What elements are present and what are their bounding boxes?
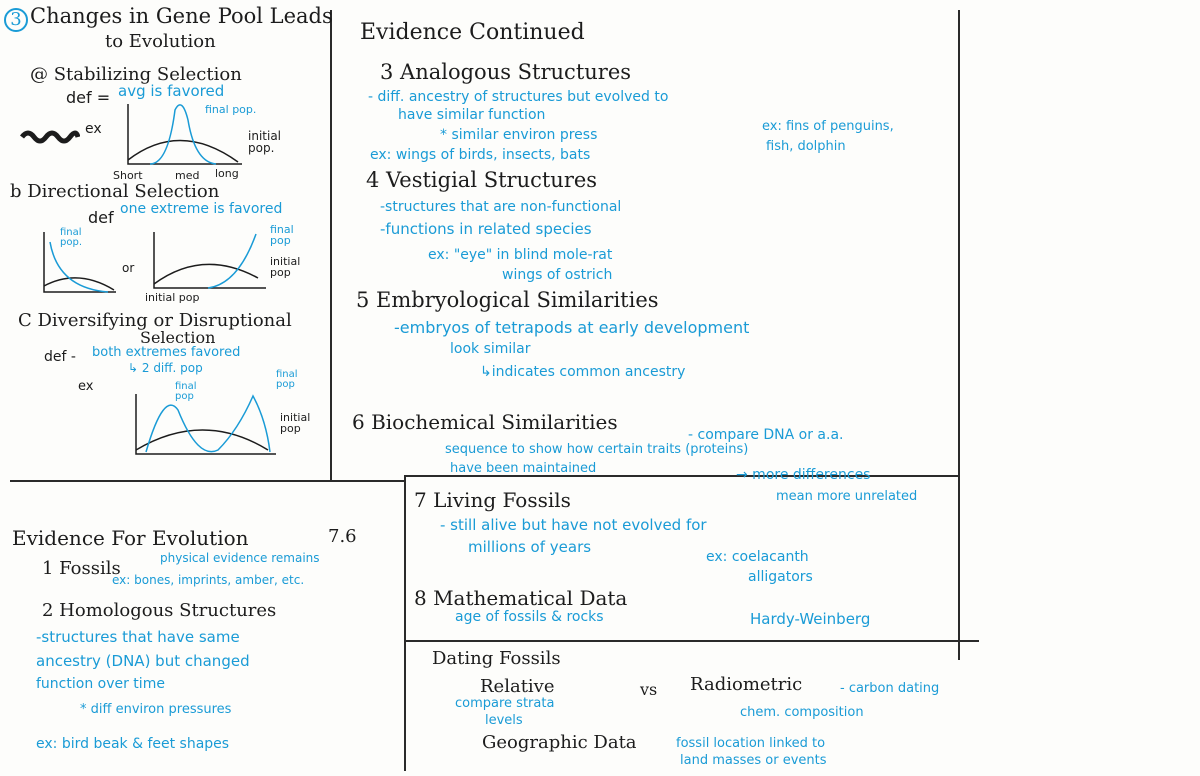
analogous-line-3: * similar environ press xyxy=(440,127,598,143)
stabilizing-def: avg is favored xyxy=(118,82,225,100)
axis-med: med xyxy=(175,169,200,182)
biochemical-line-3: have been maintained xyxy=(450,461,597,476)
fossils-example: ex: bones, imprints, amber, etc. xyxy=(112,573,305,587)
mathematical-heading: 8 Mathematical Data xyxy=(414,586,628,610)
stabilizing-graph xyxy=(127,104,242,165)
divider-vertical-left xyxy=(330,10,332,480)
diversifying-ex: ex xyxy=(78,379,94,394)
analogous-line-4: ex: wings of birds, insects, bats xyxy=(370,147,591,163)
diversifying-def: both extremes favored xyxy=(92,345,241,360)
directional-heading: b Directional Selection xyxy=(10,181,220,202)
dating-fossils-heading: Dating Fossils xyxy=(432,648,561,669)
stabilizing-final-label: final pop. xyxy=(205,103,257,116)
geographic-label: Geographic Data xyxy=(482,732,637,753)
analogous-line-1: - diff. ancestry of structures but evolv… xyxy=(368,89,669,105)
vs-label: vs xyxy=(640,680,658,699)
analogous-line-2: have similar function xyxy=(398,107,546,123)
living-fossils-line-1: - still alive but have not evolved for xyxy=(440,516,707,534)
relative-line-2: levels xyxy=(485,713,523,728)
stabilizing-ex: ex xyxy=(85,121,102,137)
living-fossils-example-2: alligators xyxy=(748,569,813,585)
title-line-1: Changes in Gene Pool Leads xyxy=(30,4,333,28)
directional-def-label: def xyxy=(88,208,114,227)
directional-final-right: final pop xyxy=(270,223,294,247)
diversifying-graph xyxy=(135,394,276,455)
divider-dating xyxy=(404,640,979,642)
scribble-mark xyxy=(20,130,80,144)
biochemical-line-1: - compare DNA or a.a. xyxy=(688,427,844,443)
stabilizing-def-label: def = xyxy=(66,88,111,107)
diversifying-def-sub: ↳ 2 diff. pop xyxy=(128,361,203,375)
biochemical-line-5: mean more unrelated xyxy=(776,489,918,504)
divider-vertical-right xyxy=(958,10,960,660)
living-fossils-example-1: ex: coelacanth xyxy=(706,549,809,565)
geographic-line-1: fossil location linked to xyxy=(676,736,826,751)
homologous-line-5: ex: bird beak & feet shapes xyxy=(36,736,230,752)
axis-long: long xyxy=(215,167,239,180)
diversifying-heading: C Diversifying or Disruptional xyxy=(18,310,292,331)
embryological-line-1: -embryos of tetrapods at early developme… xyxy=(394,318,750,337)
biochemical-heading: 6 Biochemical Similarities xyxy=(352,410,618,434)
stabilizing-heading: @ Stabilizing Selection xyxy=(30,64,242,85)
living-fossils-line-2: millions of years xyxy=(468,538,592,556)
fossils-heading: 1 Fossils xyxy=(42,558,121,579)
biochemical-line-4: → more differences xyxy=(736,467,871,483)
diversifying-def-label: def - xyxy=(44,349,76,365)
homologous-line-4: * diff environ pressures xyxy=(80,702,232,717)
directional-final-left: final pop. xyxy=(60,227,82,248)
fossils-text: physical evidence remains xyxy=(160,551,320,565)
relative-label: Relative xyxy=(480,676,555,697)
directional-def: one extreme is favored xyxy=(120,201,283,217)
analogous-example-2: fish, dolphin xyxy=(766,139,846,154)
continued-title: Evidence Continued xyxy=(360,20,585,45)
title-number: 3 xyxy=(4,8,28,32)
mathematical-line-1: age of fossils & rocks xyxy=(455,609,604,625)
geographic-line-2: land masses or events xyxy=(680,753,827,768)
diversifying-final-right: final pop xyxy=(276,369,298,390)
directional-or: or xyxy=(122,261,135,275)
vestigial-line-3: ex: "eye" in blind mole-rat xyxy=(428,247,613,263)
vestigial-line-1: -structures that are non-functional xyxy=(380,199,622,215)
embryological-line-2: look similar xyxy=(450,341,531,357)
evidence-section: 7.6 xyxy=(328,526,357,547)
directional-graph-right xyxy=(153,232,266,289)
homologous-heading: 2 Homologous Structures xyxy=(42,600,277,621)
embryological-heading: 5 Embryological Similarities xyxy=(356,288,659,312)
homologous-line-2: ancestry (DNA) but changed xyxy=(36,652,250,670)
stabilizing-initial-label: initial pop. xyxy=(248,129,281,155)
living-fossils-heading: 7 Living Fossils xyxy=(414,488,571,512)
directional-initial-right: initial pop xyxy=(270,255,301,279)
directional-initial-below: initial pop xyxy=(145,291,200,304)
homologous-line-3: function over time xyxy=(36,676,165,692)
diversifying-heading-2: Selection xyxy=(140,328,216,347)
divider-vertical-bottom xyxy=(404,475,406,771)
relative-line-1: compare strata xyxy=(455,696,555,711)
radiometric-line-1: - carbon dating xyxy=(840,681,940,696)
radiometric-line-2: chem. composition xyxy=(740,705,864,720)
directional-graph-left xyxy=(43,232,116,293)
divider-right-top xyxy=(404,475,960,477)
embryological-line-3: ↳indicates common ancestry xyxy=(480,364,686,380)
evidence-title: Evidence For Evolution xyxy=(12,526,249,550)
biochemical-line-2: sequence to show how certain traits (pro… xyxy=(445,442,749,457)
radiometric-label: Radiometric xyxy=(690,674,803,695)
mathematical-line-2: Hardy-Weinberg xyxy=(750,610,871,628)
analogous-heading: 3 Analogous Structures xyxy=(380,60,632,84)
divider-left-horizontal xyxy=(10,480,405,482)
vestigial-line-2: -functions in related species xyxy=(380,220,592,238)
diversifying-initial: initial pop xyxy=(280,411,311,435)
axis-short: Short xyxy=(113,169,143,182)
homologous-line-1: -structures that have same xyxy=(36,628,240,646)
diversifying-final-left: final pop xyxy=(175,381,197,402)
title-line-2: to Evolution xyxy=(105,31,216,52)
vestigial-heading: 4 Vestigial Structures xyxy=(366,168,598,192)
vestigial-line-4: wings of ostrich xyxy=(502,267,613,283)
analogous-example-1: ex: fins of penguins, xyxy=(762,119,894,134)
